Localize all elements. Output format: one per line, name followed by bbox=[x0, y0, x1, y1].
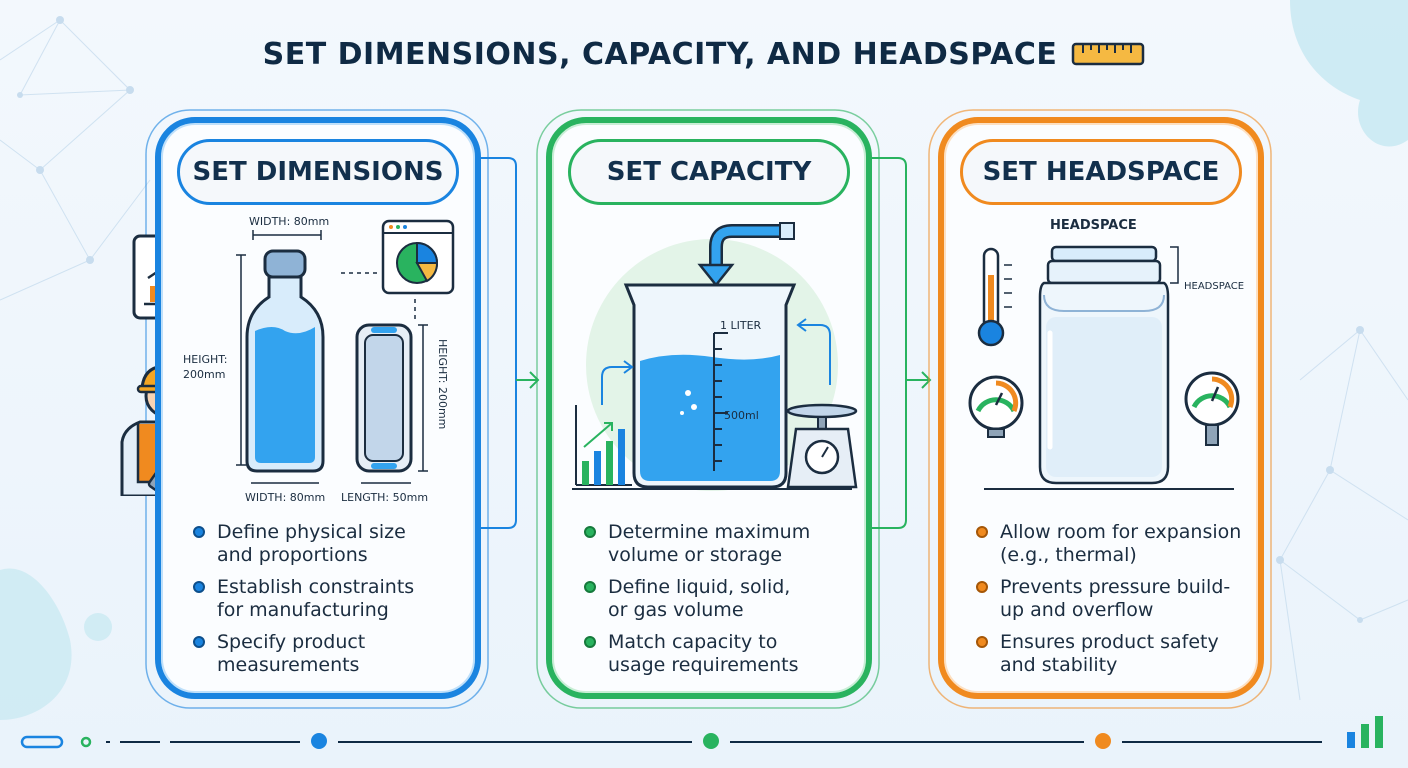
half-liter-label: 500ml bbox=[724, 409, 759, 422]
beaker-icon bbox=[623, 283, 797, 489]
bullet-dot bbox=[584, 581, 596, 593]
panel-capacity-heading: SET CAPACITY bbox=[568, 139, 850, 205]
connector-2 bbox=[872, 157, 907, 529]
bullet-dot bbox=[193, 581, 205, 593]
headspace-top-label: HEADSPACE bbox=[1050, 218, 1137, 233]
list-item: Prevents pressure build-up and overflow bbox=[974, 576, 1254, 622]
pie-chart-icon bbox=[381, 219, 455, 295]
panel-capacity: SET CAPACITY 1 LITER 500ml bbox=[546, 117, 872, 699]
jar-icon bbox=[1038, 245, 1170, 485]
bottle-icon bbox=[245, 249, 325, 473]
bar-chart-icon bbox=[575, 405, 632, 486]
liter-label: 1 LITER bbox=[720, 319, 762, 332]
ruler-icon bbox=[1072, 42, 1145, 66]
panel-headspace-heading: SET HEADSPACE bbox=[960, 139, 1242, 205]
bullet-dot bbox=[584, 636, 596, 648]
dimensions-illustration: WIDTH: 80mm HEIGHT: 200mm WIDTH: 80mm LE… bbox=[183, 215, 455, 504]
width-top-label: WIDTH: 80mm bbox=[249, 215, 329, 228]
capacity-illustration: 1 LITER 500ml bbox=[572, 222, 858, 491]
connector-1 bbox=[480, 157, 517, 529]
pressure-gauge-icon bbox=[1184, 371, 1240, 446]
bottom-progress-line bbox=[20, 716, 1383, 749]
headspace-side-label: HEADSPACE bbox=[1184, 281, 1244, 292]
panel-dimensions: SET DIMENSIONS WIDTH: 80mm HEIGHT: 200mm… bbox=[155, 117, 481, 699]
headspace-illustration: HEADSPACE HEADSPACE bbox=[968, 218, 1244, 490]
container-icon bbox=[355, 323, 413, 473]
bullet-dot bbox=[976, 526, 988, 538]
list-item: Define liquid, solid,or gas volume bbox=[582, 576, 862, 622]
thermometer-icon bbox=[977, 247, 1012, 347]
arrow-down-icon bbox=[697, 222, 795, 288]
headspace-bullets: Allow room for expansion(e.g., thermal) … bbox=[974, 521, 1254, 686]
scale-icon bbox=[786, 403, 858, 489]
height-right-label: HEIGHT: 200mm bbox=[436, 339, 449, 429]
page-title: SET DIMENSIONS, CAPACITY, AND HEADSPACE bbox=[262, 36, 1058, 72]
bullet-dot bbox=[193, 526, 205, 538]
bullet-dot bbox=[976, 636, 988, 648]
bullet-dot bbox=[193, 636, 205, 648]
panel-dimensions-heading: SET DIMENSIONS bbox=[177, 139, 459, 205]
pressure-gauge-icon bbox=[968, 375, 1024, 438]
list-item: Allow room for expansion(e.g., thermal) bbox=[974, 521, 1254, 567]
header: SET DIMENSIONS, CAPACITY, AND HEADSPACE bbox=[0, 30, 1408, 78]
width-bottom-label: WIDTH: 80mm bbox=[245, 491, 325, 504]
panel-headspace: SET HEADSPACE HEADSPACE HEADSPACE bbox=[938, 117, 1264, 699]
length-bottom-label: LENGTH: 50mm bbox=[341, 491, 428, 504]
bullet-dot bbox=[976, 581, 988, 593]
bullet-dot bbox=[584, 526, 596, 538]
height-left-label-1: HEIGHT: bbox=[183, 353, 227, 366]
height-left-label-2: 200mm bbox=[183, 368, 225, 381]
